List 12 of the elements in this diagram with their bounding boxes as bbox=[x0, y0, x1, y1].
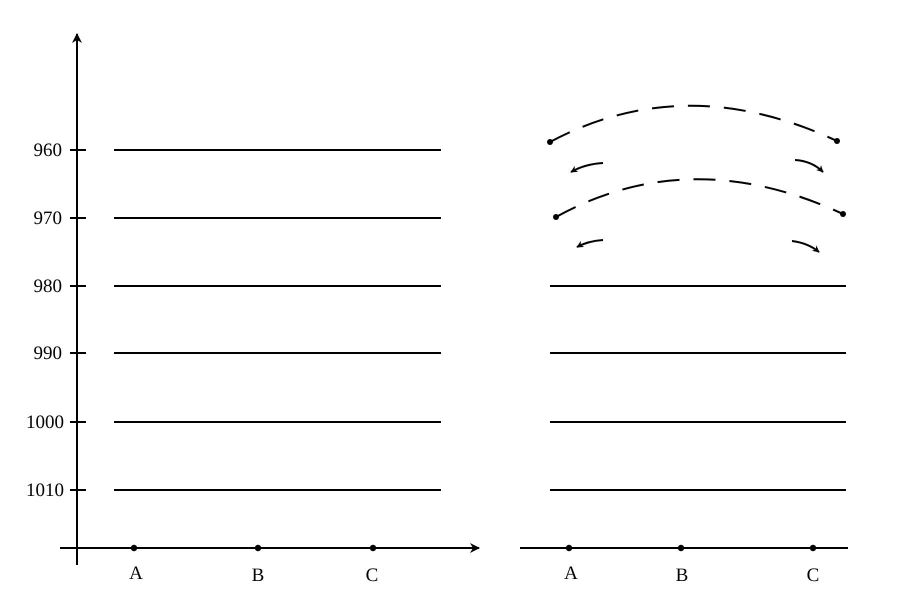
pressure-value: 1000 bbox=[26, 412, 64, 432]
point-label: A bbox=[129, 564, 143, 582]
pressure-value: 960 bbox=[34, 140, 62, 160]
point-label: B bbox=[676, 566, 688, 584]
pressure-value: 980 bbox=[34, 276, 62, 296]
point-label: C bbox=[806, 566, 820, 584]
pressure-value: 990 bbox=[34, 344, 62, 362]
point-label: A bbox=[564, 564, 578, 582]
point-label: B bbox=[252, 566, 264, 584]
pressure-value: 970 bbox=[34, 208, 62, 228]
pressure-value: 1010 bbox=[26, 480, 64, 500]
point-label: C bbox=[366, 566, 378, 584]
